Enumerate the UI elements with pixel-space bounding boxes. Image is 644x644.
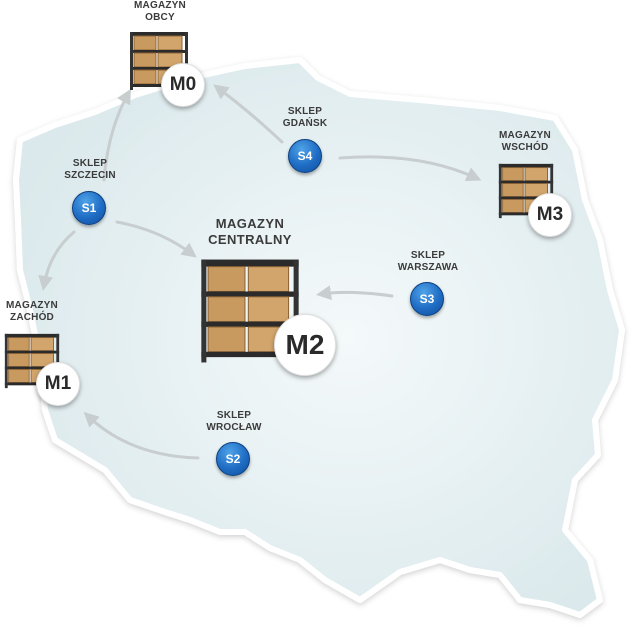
warehouse-m2-badge[interactable]: M2: [274, 314, 336, 376]
arrow-s1-m0: [102, 88, 131, 182]
store-s2-badge[interactable]: S2: [216, 442, 250, 476]
arrow-s2-m1: [83, 411, 200, 460]
warehouse-m3-badge[interactable]: M3: [528, 193, 572, 237]
arrow-s1-m1: [38, 230, 76, 291]
warehouse-m1-badge[interactable]: M1: [36, 362, 80, 406]
arrow-s4-m3: [338, 155, 482, 182]
store-s3-badge[interactable]: S3: [410, 282, 444, 316]
store-s1-badge[interactable]: S1: [72, 191, 106, 225]
store-s4-badge[interactable]: S4: [288, 139, 322, 173]
warehouse-m0-badge[interactable]: M0: [161, 63, 205, 107]
arrow-s3-m2: [316, 285, 394, 301]
arrow-s4-m0: [213, 84, 284, 144]
warehouse-rack-icon: [498, 163, 554, 219]
arrow-s1-m2: [115, 220, 197, 258]
warehouse-rack-icon: [130, 32, 188, 90]
connection-arrows: [38, 84, 482, 460]
